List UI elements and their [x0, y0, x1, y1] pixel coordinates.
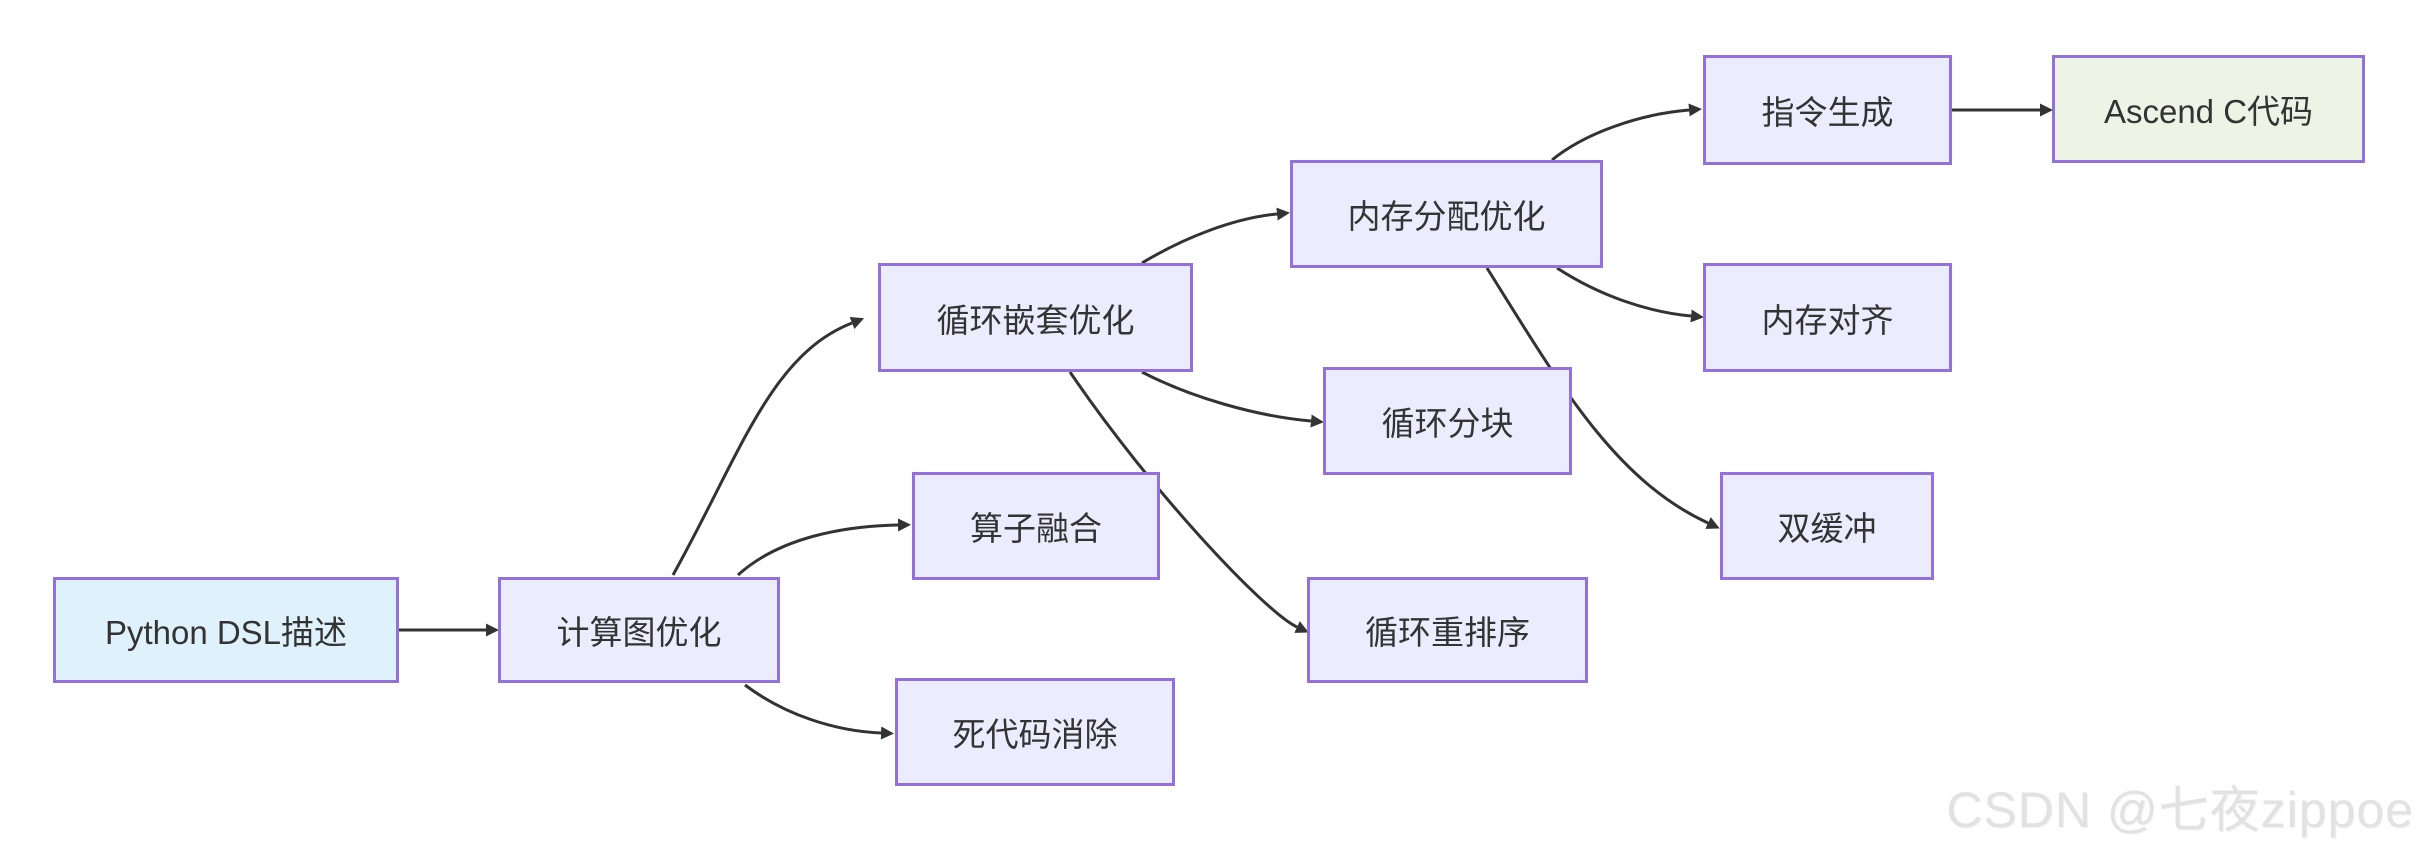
edge-graph_opt-to-op_fusion [736, 518, 911, 577]
node-ascend-c: Ascend C代码 [2052, 55, 2365, 163]
node-op-fusion: 算子融合 [912, 472, 1160, 580]
edge-graph_opt-to-loop_nest [671, 316, 865, 576]
node-loop-reorder: 循环重排序 [1307, 577, 1588, 683]
edge-loop_nest-to-mem_alloc [1141, 207, 1290, 265]
edge-graph_opt-to-dead_code [744, 683, 894, 740]
edge-loop_nest-to-loop_tiling [1141, 370, 1324, 428]
node-mem-align: 内存对齐 [1703, 263, 1952, 372]
edge-loop_nest-to-loop_reorder [1068, 371, 1309, 633]
node-python-dsl: Python DSL描述 [53, 577, 399, 683]
node-mem-alloc: 内存分配优化 [1290, 160, 1603, 268]
node-loop-nest: 循环嵌套优化 [878, 263, 1193, 372]
edge-mem_alloc-to-mem_align [1556, 266, 1704, 323]
watermark: CSDN @七夜zippoe [1946, 782, 2414, 838]
edge-mem_alloc-to-double_buf [1485, 267, 1720, 529]
node-double-buf: 双缓冲 [1720, 472, 1934, 580]
node-instr-gen: 指令生成 [1703, 55, 1952, 165]
node-dead-code: 死代码消除 [895, 678, 1175, 786]
edge-mem_alloc-to-instr_gen [1551, 103, 1702, 162]
node-graph-opt: 计算图优化 [498, 577, 780, 683]
node-loop-tiling: 循环分块 [1323, 367, 1572, 475]
edge-group [399, 103, 2053, 740]
